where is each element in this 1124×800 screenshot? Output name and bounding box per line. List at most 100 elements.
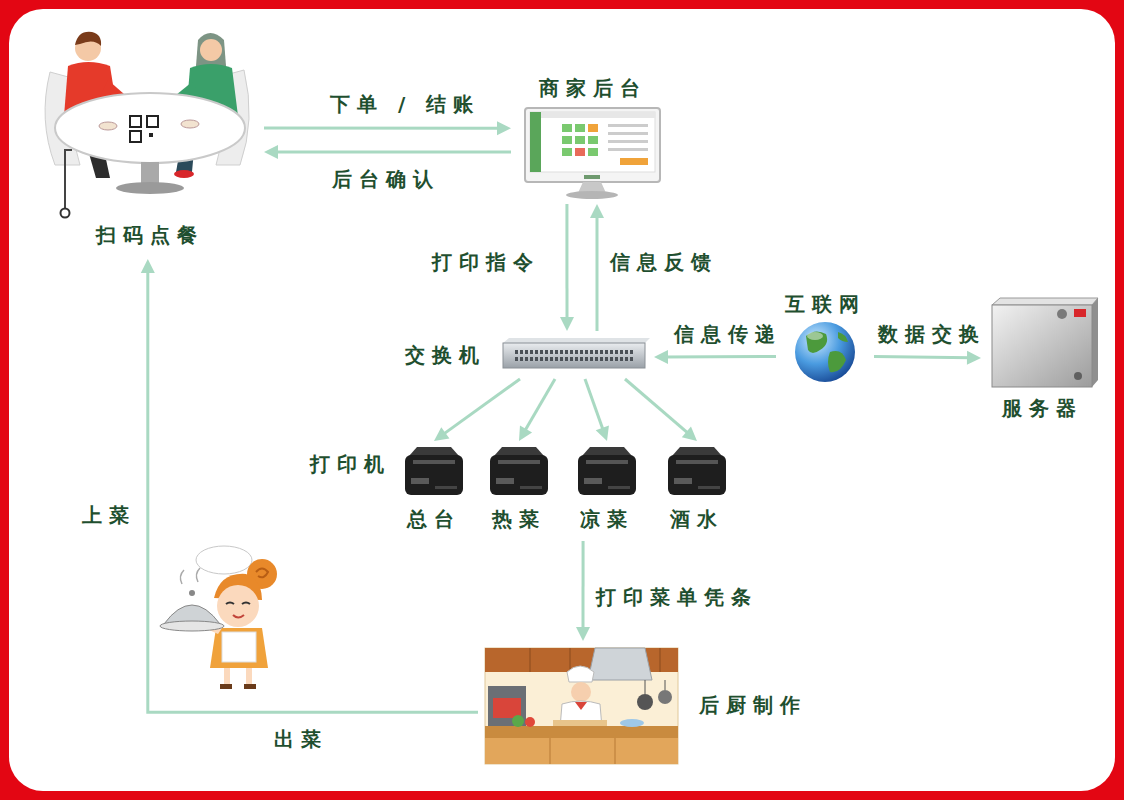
kitchen-part: [620, 719, 644, 727]
printer-part: [578, 455, 636, 495]
waitress-part: [196, 568, 200, 582]
kitchen-part: [530, 648, 531, 672]
waitress: [160, 546, 277, 689]
printer-node: 总台: [397, 445, 471, 533]
waitress-part: [244, 684, 256, 689]
printer-part: [586, 460, 628, 464]
arrow-head: [519, 425, 532, 441]
kitchen-part: [575, 702, 587, 710]
flow-line: [874, 356, 971, 357]
flow-line: [442, 379, 520, 435]
globe-part: [806, 331, 827, 353]
flow-arrow: [576, 541, 590, 641]
edge-label: 打印指令: [430, 250, 542, 274]
kitchen-part: [665, 680, 666, 690]
server-part: [1057, 309, 1067, 319]
label-holder: 打印指令: [430, 250, 542, 274]
flow-arrow: [141, 259, 478, 712]
dining-scene-part: [200, 39, 222, 61]
flow-arrow: [519, 379, 555, 441]
edge-label: 下单 / 结账: [328, 92, 482, 116]
arrow-head: [654, 350, 668, 364]
arrow-head: [596, 425, 609, 441]
node-label: 服务器: [1002, 396, 1083, 420]
printer-part: [676, 460, 718, 464]
node-label: 打印机: [310, 452, 391, 476]
dining-scene-part: [75, 32, 101, 46]
printer-node: 酒水: [660, 445, 734, 533]
edge-label: 信息传递: [672, 322, 784, 346]
flow-arrow: [585, 379, 609, 441]
globe-part: [795, 322, 855, 382]
waitress-part: [256, 569, 268, 578]
kitchen-part: [615, 738, 616, 764]
kitchen-part: [660, 648, 661, 672]
kitchen-part: [658, 690, 672, 704]
arrow-head: [590, 204, 604, 218]
monitor-part: [588, 148, 598, 156]
network-switch-part: [503, 338, 650, 343]
internet-node: 互联网: [780, 290, 870, 384]
server: [992, 298, 1098, 387]
flow-line: [595, 214, 598, 331]
dining-scene-part: [181, 120, 199, 128]
flow-line: [264, 127, 501, 130]
server-part: [992, 305, 1092, 387]
dining-scene-part: [61, 209, 70, 218]
monitor-part: [566, 191, 618, 199]
dining-scene-part: [149, 133, 153, 137]
dining-scene-part: [99, 122, 117, 130]
flow-line: [565, 204, 568, 321]
arrow-head: [434, 427, 449, 441]
note-label: 出菜: [272, 727, 330, 751]
printer-part: [409, 447, 459, 456]
waitress-part: [222, 632, 256, 662]
flow-arrow: [654, 350, 776, 364]
waitress-part: [217, 585, 259, 627]
flow-arrow: [590, 204, 604, 331]
monitor-part: [620, 158, 648, 165]
flow-arrow: [560, 204, 574, 331]
printer-part: [582, 447, 632, 456]
printer-part: [520, 486, 542, 489]
label-holder: 后台确认: [330, 167, 442, 191]
monitor: [525, 108, 660, 199]
arrow-head: [682, 427, 697, 441]
arrow-head: [497, 121, 511, 135]
printer: [405, 447, 463, 495]
waitress-part: [180, 570, 184, 584]
dining-scene-part: [130, 131, 141, 142]
printer-node: 热菜: [482, 445, 556, 533]
label-holder: 上菜: [80, 503, 138, 527]
kitchen-part: [485, 726, 678, 738]
printer-part: [698, 486, 720, 489]
kitchen: [485, 648, 678, 764]
dining-scene-part: [65, 150, 72, 208]
edge-label: 信息反馈: [608, 250, 720, 274]
waitress-part: [196, 546, 252, 574]
node-label: 酒水: [670, 507, 724, 531]
flow-arrow: [434, 379, 520, 441]
node-label: 互联网: [785, 292, 866, 316]
backend-node: 商家后台: [515, 72, 670, 200]
kitchen-node: 后厨制作: [482, 645, 812, 765]
dining-scene-part: [130, 116, 141, 127]
flow-line: [274, 150, 511, 153]
monitor-part: [608, 140, 648, 143]
monitor-part: [562, 124, 572, 132]
node-label: 后厨制作: [699, 693, 807, 717]
dining-scene-part: [174, 170, 194, 178]
monitor-part: [562, 136, 572, 144]
globe-part: [838, 332, 848, 342]
waitress-part: [160, 621, 224, 631]
printer-part: [608, 486, 630, 489]
dining-scene-part: [116, 182, 184, 194]
node-label: 总台: [407, 507, 461, 531]
flow-line: [148, 269, 478, 712]
arrow-head: [560, 317, 574, 331]
label-holder: 下单 / 结账: [328, 92, 482, 116]
monitor-part: [608, 148, 648, 151]
monitor-part: [588, 124, 598, 132]
arrow-head: [576, 627, 590, 641]
